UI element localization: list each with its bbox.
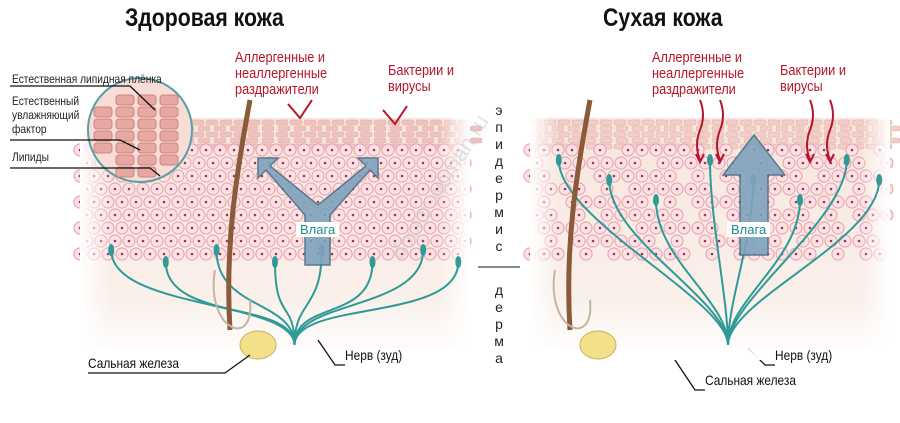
- inset-cell: [159, 142, 179, 154]
- label-pointer: [317, 339, 345, 366]
- nerve-ending: [797, 194, 803, 206]
- inset-cell: [115, 118, 135, 130]
- nerve-ending: [606, 174, 613, 186]
- healthy-skin-title: Здоровая кожа: [125, 4, 284, 32]
- nerve-ending: [108, 244, 115, 256]
- inset-cell: [115, 166, 135, 178]
- nerve-ending: [162, 256, 169, 268]
- inset-cell: [137, 130, 157, 142]
- inset-cell: [159, 130, 179, 142]
- inset-cell: [159, 94, 179, 106]
- label-pointer: [674, 359, 705, 391]
- nerve-fiber: [709, 159, 729, 346]
- bacteria-label-right: Бактерии и вирусы: [780, 62, 846, 95]
- inset-cell: [93, 118, 113, 130]
- irritant-arrow-penetrating: [806, 99, 814, 161]
- nerve-ending: [213, 244, 220, 256]
- nerve-fiber: [293, 261, 460, 346]
- label-pointer: [10, 167, 161, 177]
- irritant-arrow-penetrating: [716, 99, 724, 161]
- inset-cell: [93, 142, 113, 154]
- inset-cell: [93, 106, 113, 118]
- lipid-film-label: Естественная липидная плёнка: [12, 72, 162, 86]
- nerve-label-right: Нерв (зуд): [775, 347, 833, 363]
- nerve-ending: [707, 154, 713, 166]
- hair-shaft: [226, 99, 253, 331]
- nerve-ending: [420, 244, 427, 256]
- inset-magnifier: [87, 77, 193, 183]
- nerve-label-left: Нерв (зуд): [345, 347, 403, 363]
- dry-skin-title: Сухая кожа: [603, 4, 723, 32]
- inset-cell: [137, 118, 157, 130]
- nerve-fiber: [293, 261, 374, 346]
- inset-cell: [159, 106, 179, 118]
- hair-follicle: [552, 269, 592, 330]
- nerve-ending: [369, 256, 376, 268]
- healthy-skin-illustration: [10, 77, 775, 391]
- hair-shaft: [566, 99, 593, 331]
- nerve-fiber: [608, 179, 729, 346]
- arrowhead: [825, 153, 835, 165]
- arrowhead: [805, 153, 815, 165]
- irritants-label-right: Аллергенные и неаллергенные раздражители: [652, 49, 745, 98]
- inset-cell: [115, 106, 135, 118]
- irritant-arrow-penetrating: [826, 99, 834, 161]
- irritant-arrow-deflected: [382, 105, 408, 126]
- inset-cell: [137, 142, 157, 154]
- lipids-label: Липиды: [12, 150, 49, 164]
- nerve-ending: [272, 256, 278, 268]
- nerve-ending: [843, 154, 850, 166]
- inset-cell: [115, 130, 135, 142]
- label-pointer: [10, 139, 141, 151]
- nerve-fiber: [110, 249, 296, 346]
- sebaceous-gland: [239, 330, 277, 360]
- inset-cell: [115, 94, 135, 106]
- nerve-fiber: [215, 249, 296, 346]
- moisture-label-left: Влага: [296, 222, 340, 237]
- inset-cell: [137, 106, 157, 118]
- dry-skin-illustration: [523, 99, 900, 360]
- nerve-ending: [876, 174, 883, 186]
- gland-label-left: Сальная железа: [88, 355, 179, 371]
- nerve-ending: [555, 154, 562, 166]
- nerve-fiber: [655, 199, 729, 346]
- layer-divider: [478, 266, 520, 268]
- bottom-fade: [80, 300, 470, 360]
- inset-cell: [137, 154, 157, 166]
- dermis-vertical-label: дерма: [491, 282, 507, 367]
- irritant-arrow-penetrating: [696, 99, 704, 161]
- inset-cell: [115, 142, 135, 154]
- moisture-arrow-escaping: [721, 133, 787, 256]
- epidermis-vertical-label: эпидермис: [491, 102, 507, 255]
- label-pointer: [10, 85, 156, 111]
- nerve-fiber: [293, 249, 425, 346]
- nerve-ending: [653, 194, 659, 206]
- arrowhead: [695, 153, 705, 165]
- inset-cell: [93, 130, 113, 142]
- arrowhead: [715, 153, 725, 165]
- nerve-fiber: [557, 159, 729, 346]
- nerve-fiber: [274, 261, 296, 346]
- moisture-label-right: Влага: [727, 222, 771, 237]
- nerve-fiber: [727, 159, 848, 346]
- irritants-label-left: Аллергенные и неаллергенные раздражители: [235, 49, 328, 98]
- gland-label-right: Сальная железа: [705, 372, 796, 388]
- label-pointer: [88, 354, 251, 374]
- inset-cell: [115, 154, 135, 166]
- hair-follicle: [212, 269, 252, 330]
- nerve-fiber: [293, 249, 323, 346]
- sebaceous-gland: [579, 330, 617, 360]
- nerve-ending: [455, 256, 462, 268]
- nmf-label: Естественный увлажняющий фактор: [12, 94, 80, 136]
- irritant-arrow-deflected: [287, 99, 313, 120]
- inset-cell: [159, 154, 179, 166]
- nerve-fiber: [727, 179, 881, 346]
- inset-cell: [159, 118, 179, 130]
- moisture-arrow-retained: [257, 157, 379, 266]
- bacteria-label-left: Бактерии и вирусы: [388, 62, 454, 95]
